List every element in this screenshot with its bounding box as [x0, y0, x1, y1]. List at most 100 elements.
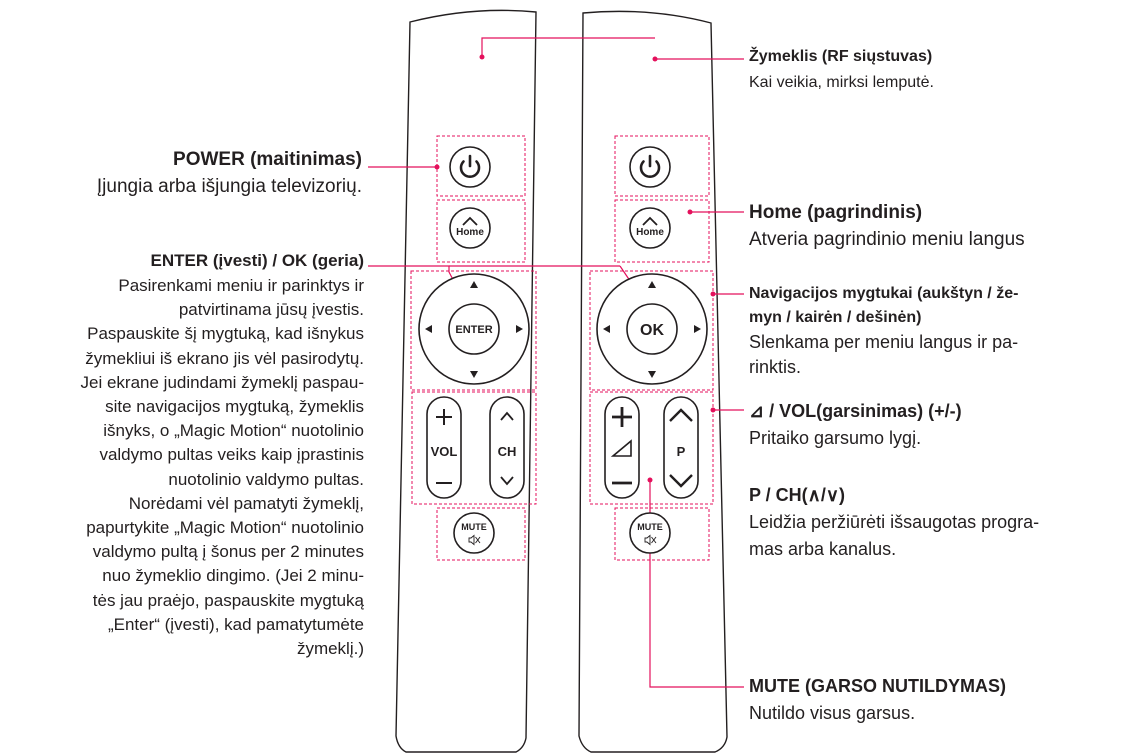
speaker-mute-icon [468, 534, 481, 546]
p-down-chevron-icon [669, 474, 693, 488]
enter-description: Pasirenkami meniu ir parinktys ir patvir… [81, 274, 364, 661]
power-button-right[interactable] [629, 146, 671, 188]
leader-dot [687, 209, 693, 215]
volume-triangle-icon [610, 439, 632, 457]
pointer-callout: Žymeklis (RF siųstuvas) Kai veikia, mirk… [749, 44, 934, 96]
power-callout: POWER (maitinimas) Įjungia arba išjungia… [97, 146, 362, 200]
vol-rocker-left[interactable]: VOL [426, 396, 462, 499]
pointer-description: Kai veikia, mirksi lemputė. [749, 74, 934, 91]
group-box-nav-right [589, 270, 714, 391]
ch-label: CH [498, 444, 517, 459]
power-button-left[interactable] [449, 146, 491, 188]
enter-title: ENTER (įvesti) / OK (geria) [150, 251, 364, 270]
up-arrow-icon [470, 281, 478, 288]
vol-rocker-right[interactable] [604, 396, 640, 499]
power-description: Įjungia arba išjungia televizorių. [96, 176, 362, 197]
power-icon [459, 154, 481, 178]
nav-callout: Navigacijos mygtukai (aukštyn / že- myn … [749, 282, 1018, 380]
down-arrow-icon [648, 371, 656, 378]
power-icon [639, 154, 661, 178]
enter-desc-line: Jei ekrane judindami žymeklį paspau- [80, 372, 364, 392]
enter-desc-line: valdymo pultą į šonus per 2 minutes [92, 542, 364, 562]
vol-label: VOL [431, 444, 458, 459]
mute-title: MUTE (GARSO NUTILDYMAS) [749, 676, 1006, 696]
ch-description-line-1: Leidžia peržiūrėti išsaugotas progra- [749, 512, 1040, 532]
enter-desc-line: Paspauskite šį mygtuką, kad išnykus [87, 324, 364, 344]
enter-desc-line: žymekliui iš ekrano jis vėl pasirodytų. [85, 348, 364, 368]
ok-button[interactable]: OK [626, 303, 678, 355]
group-box-power-right [614, 135, 710, 197]
p-rocker-right[interactable]: P [663, 396, 699, 499]
home-title: Home (pagrindinis) [749, 202, 923, 223]
left-arrow-icon [603, 325, 610, 333]
group-box-home-right [614, 199, 710, 263]
left-arrow-icon [425, 325, 432, 333]
p-label: P [677, 444, 686, 459]
remote-body-left [395, 9, 537, 753]
home-description: Atveria pagrindinio meniu langus [749, 229, 1025, 250]
speaker-mute-icon [644, 534, 657, 546]
leader-dot [652, 56, 658, 62]
group-box-mute-right [614, 507, 710, 561]
leader-dot [479, 54, 485, 60]
ch-up-chevron-icon [500, 411, 514, 421]
nav-description-line-1: Slenkama per meniu langus ir pa- [749, 332, 1019, 352]
mute-button-left[interactable]: MUTE [453, 512, 495, 554]
home-button-right[interactable]: Home [629, 207, 671, 249]
mute-button-right[interactable]: MUTE [629, 512, 671, 554]
enter-desc-line: papurtykite „Magic Motion“ nuotolinio [86, 518, 364, 538]
enter-callout-title-box: ENTER (įvesti) / OK (geria) [151, 247, 364, 274]
enter-desc-line: tės jau praėjo, paspauskite mygtuką [92, 590, 364, 610]
group-box-volch-right [589, 391, 714, 505]
leader-mute [649, 480, 744, 688]
enter-desc-line: nuo žymeklio dingimo. (Jei 2 minu- [102, 566, 364, 586]
enter-desc-line: „Enter“ (įvesti), kad pamatytumėte [107, 614, 364, 634]
ch-rocker-left[interactable]: CH [489, 396, 525, 499]
leader-dot [710, 407, 716, 413]
mute-button-label: MUTE [637, 522, 663, 532]
ok-button-label: OK [640, 322, 664, 339]
p-up-chevron-icon [669, 408, 693, 422]
enter-desc-line: Pasirenkami meniu ir parinktys ir [118, 276, 364, 295]
right-arrow-icon [694, 325, 701, 333]
nav-title-line-2: myn / kairėn / dešinėn) [749, 309, 922, 326]
nav-title-line-1: Navigacijos mygtukai (aukštyn / že- [749, 285, 1019, 302]
nav-description-line-2: rinktis. [749, 357, 802, 377]
home-roof-icon [462, 216, 478, 226]
home-roof-icon [642, 216, 658, 226]
right-arrow-icon [516, 325, 523, 333]
down-arrow-icon [470, 371, 478, 378]
mute-description: Nutildo visus garsus. [749, 703, 916, 723]
ch-description-line-2: mas arba kanalus. [749, 539, 897, 559]
remote-body-right [578, 10, 728, 753]
vol-callout: ⊿ / VOL(garsinimas) (+/-) Pritaiko garsu… [749, 398, 962, 452]
leader-pointer [481, 37, 655, 57]
enter-desc-line: site navigacijos mygtuką, žymeklis [105, 397, 364, 417]
up-arrow-icon [648, 281, 656, 288]
vol-title: ⊿ / VOL(garsinimas) (+/-) [749, 401, 962, 421]
home-button-left[interactable]: Home [449, 207, 491, 249]
mute-button-label: MUTE [461, 522, 487, 532]
enter-button[interactable]: ENTER [448, 303, 500, 355]
home-button-label: Home [636, 227, 664, 238]
mute-callout: MUTE (GARSO NUTILDYMAS) Nutildo visus ga… [749, 673, 1006, 727]
group-box-nav-left [410, 270, 537, 391]
group-box-volch-left [411, 391, 537, 505]
enter-desc-line: patvirtinama jūsų įvestis. [178, 300, 364, 320]
enter-desc-line: žymeklį.) [296, 639, 364, 659]
ch-callout: P / CH(∧/∨) Leidžia peržiūrėti išsaugota… [749, 482, 1039, 563]
vol-plus-icon [612, 407, 632, 427]
home-callout: Home (pagrindinis) Atveria pagrindinio m… [749, 199, 1025, 253]
vol-plus-icon [436, 409, 452, 425]
home-button-label: Home [456, 227, 484, 238]
leader-dot [710, 291, 716, 297]
leader-dot [434, 164, 440, 170]
leader-dot [647, 477, 653, 483]
vol-description: Pritaiko garsumo lygį. [749, 428, 922, 448]
enter-desc-line: išnyks, o „Magic Motion“ nuotolinio [103, 421, 364, 441]
enter-desc-line: valdymo pultas veiks kaip įprastinis [99, 445, 364, 465]
pointer-title: Žymeklis (RF siųstuvas) [749, 48, 933, 65]
enter-desc-line: Norėdami vėl pamatyti žymeklį, [128, 493, 364, 513]
ch-title: P / CH(∧/∨) [749, 485, 846, 505]
